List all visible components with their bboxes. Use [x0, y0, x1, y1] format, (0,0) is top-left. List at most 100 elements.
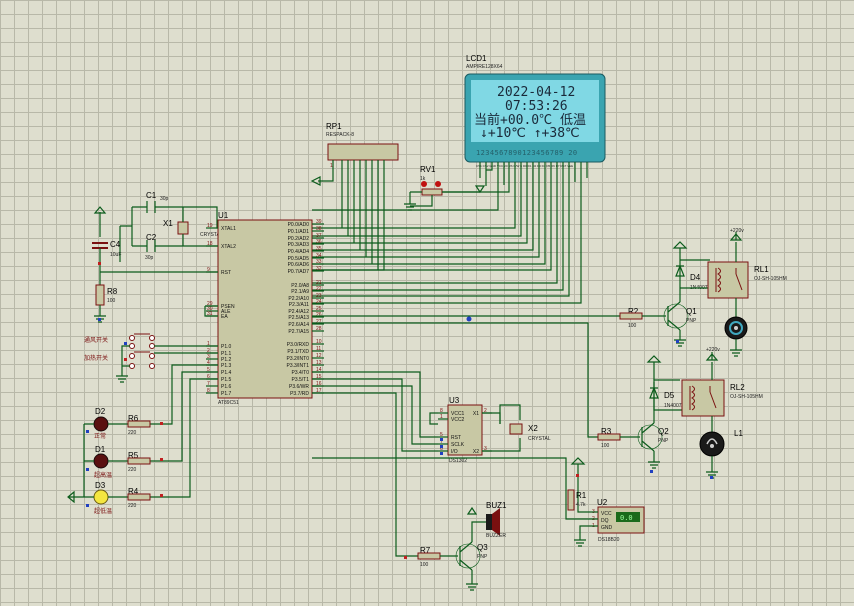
mcu-pin-number: 19	[207, 223, 213, 229]
resistor-r7[interactable]: R7 100	[417, 546, 441, 568]
rv1-value: 1k	[420, 176, 426, 182]
mcu-body	[217, 219, 313, 399]
mcu-pin-name: P1.5	[221, 377, 232, 383]
u3-pin-number: 8	[440, 408, 443, 414]
u3-pin-name: X1	[473, 411, 479, 417]
relay-rl2[interactable]: +220v RL2 OJ-SH-105HM	[681, 347, 763, 417]
mcu-pin-number: 11	[316, 346, 321, 352]
x1-ref: X1	[163, 219, 173, 228]
mcu-pin-number: 6	[207, 374, 210, 380]
mcu-pin-number: 29	[207, 301, 213, 307]
svg-text:220: 220	[128, 467, 137, 473]
lcd-pin-row: 1234567890123456789 20	[476, 149, 578, 157]
resistor-r3[interactable]: R3 100	[597, 427, 621, 449]
led-d3[interactable]: D3 超低温	[93, 481, 112, 515]
transistor-q2[interactable]: Q2 PNP	[637, 422, 669, 452]
mcu-pin-number: 14	[316, 367, 322, 373]
r8-body	[95, 284, 105, 306]
diode-d5[interactable]: D5 1N4007	[649, 386, 682, 409]
mcu-pin-number: 26	[316, 312, 322, 318]
mcu-pin-name: P1.6	[221, 384, 232, 390]
svg-text:R4: R4	[128, 487, 139, 496]
mcu-pin-number: 8	[207, 388, 210, 394]
svg-text:D2: D2	[95, 407, 106, 416]
transistor-q3[interactable]: Q3 PNP	[455, 541, 488, 571]
mcu-pin-number: 23	[316, 293, 322, 299]
lcd-line-date: 2022-04-12	[497, 85, 575, 100]
switch-group: 通风开关 加热开关	[84, 333, 218, 383]
svg-text:RL1: RL1	[754, 265, 769, 274]
buzzer-buz1[interactable]: BUZ1 BUZZER	[486, 501, 507, 539]
switch2-label: 加热开关	[84, 354, 108, 362]
rv1-potentiometer[interactable]: RV1 1k	[404, 165, 486, 211]
c2-ref: C2	[146, 233, 157, 242]
mcu-pin-name: P2.3/A11	[289, 302, 309, 308]
svg-text:X2: X2	[528, 424, 538, 433]
mcu-pin-number: 17	[316, 388, 322, 394]
resistor-r6[interactable]: R6 220	[127, 414, 151, 436]
vent-switch[interactable]	[129, 333, 155, 349]
rp1-part: RESPACK-8	[326, 132, 354, 138]
resistor-r2[interactable]: R2 100	[619, 307, 643, 329]
u3-pin-name: X2	[473, 449, 479, 455]
svg-text:PNP: PNP	[658, 438, 669, 444]
u2-readout: 0.0	[620, 514, 633, 522]
resistor-r1[interactable]: R1 4.7k	[567, 489, 587, 511]
rv1-body	[421, 188, 443, 196]
mcu-pin-number: 9	[207, 267, 210, 273]
svg-text:+220v: +220v	[706, 347, 720, 353]
svg-text:BUZZER: BUZZER	[486, 533, 506, 539]
rv1-knob-up[interactable]	[435, 181, 441, 187]
u3-pin-number: 2	[484, 408, 487, 414]
mcu-pin-name: P1.1	[221, 351, 232, 357]
mcu-pin-number: 31	[207, 311, 213, 317]
svg-text:100: 100	[628, 323, 637, 329]
u3-pin-number: 7	[440, 439, 443, 445]
temp-sensor-u2[interactable]: U2 VCC DQ GND 3 2 1 0.0 DS18B20	[312, 457, 645, 547]
svg-text:Q1: Q1	[686, 307, 697, 316]
mcu-pin-name: P1.3	[221, 363, 232, 369]
mcu-pin-number: 4	[207, 360, 210, 366]
svg-text:VCC: VCC	[601, 511, 612, 517]
svg-text:OJ-SH-105HM: OJ-SH-105HM	[754, 276, 787, 282]
svg-text:Q3: Q3	[477, 543, 488, 552]
led-d2[interactable]: D2 正常	[93, 407, 109, 440]
lamp-l1[interactable]: L1	[699, 429, 743, 457]
heat-switch[interactable]	[129, 351, 155, 369]
r8-ref: R8	[107, 287, 118, 296]
mcu-pin-number: 34	[316, 253, 322, 259]
junction-marker	[466, 316, 472, 322]
mcu-pin-number: 12	[316, 353, 322, 359]
rp1-respack[interactable]: RP1 RESPACK-8 1	[310, 122, 399, 271]
mcu-pin-name: P0.6/AD6	[288, 262, 310, 268]
c2-value: 30p	[145, 255, 154, 261]
mcu-pin-name: P1.4	[221, 370, 232, 376]
fan-motor[interactable]	[724, 316, 748, 340]
c4-value: 10uF	[110, 252, 121, 258]
resistor-r5[interactable]: R5 220	[127, 451, 151, 473]
rp1-ref: RP1	[326, 122, 342, 131]
transistor-q1[interactable]: Q1 PNP	[663, 301, 697, 331]
crystal-x2[interactable]: X2 CRYSTAL	[509, 423, 551, 442]
lcd-part: AMPIRE128X64	[466, 64, 503, 70]
relay-rl1[interactable]: +220v RL1 OJ-SH-105HM	[707, 228, 787, 299]
lcd-component[interactable]: LCD1 AMPIRE128X64 2022-04-12 07:53:26 当前…	[464, 54, 606, 168]
mcu-pin-name: XTAL1	[221, 226, 236, 232]
mcu-pin-number: 2	[207, 348, 210, 354]
mcu-pin-name: P0.2/AD2	[288, 236, 310, 242]
mcu-pin-name: EA	[221, 314, 228, 320]
diode-d4[interactable]: D4 1N4007	[675, 264, 708, 291]
resistor-r4[interactable]: R4 220	[127, 487, 151, 509]
mcu-pin-name: P1.7	[221, 391, 232, 397]
led-d1[interactable]: D1 超高温	[93, 445, 112, 479]
svg-text:100: 100	[420, 562, 429, 568]
rv1-knob-down[interactable]	[421, 181, 427, 187]
mcu-pin-number: 37	[316, 233, 322, 239]
svg-text:OJ-SH-105HM: OJ-SH-105HM	[730, 394, 763, 400]
rp1-body	[327, 143, 399, 161]
mcu-pin-number: 7	[207, 381, 210, 387]
mcu-pin-name: P2.7/A15	[288, 329, 309, 335]
